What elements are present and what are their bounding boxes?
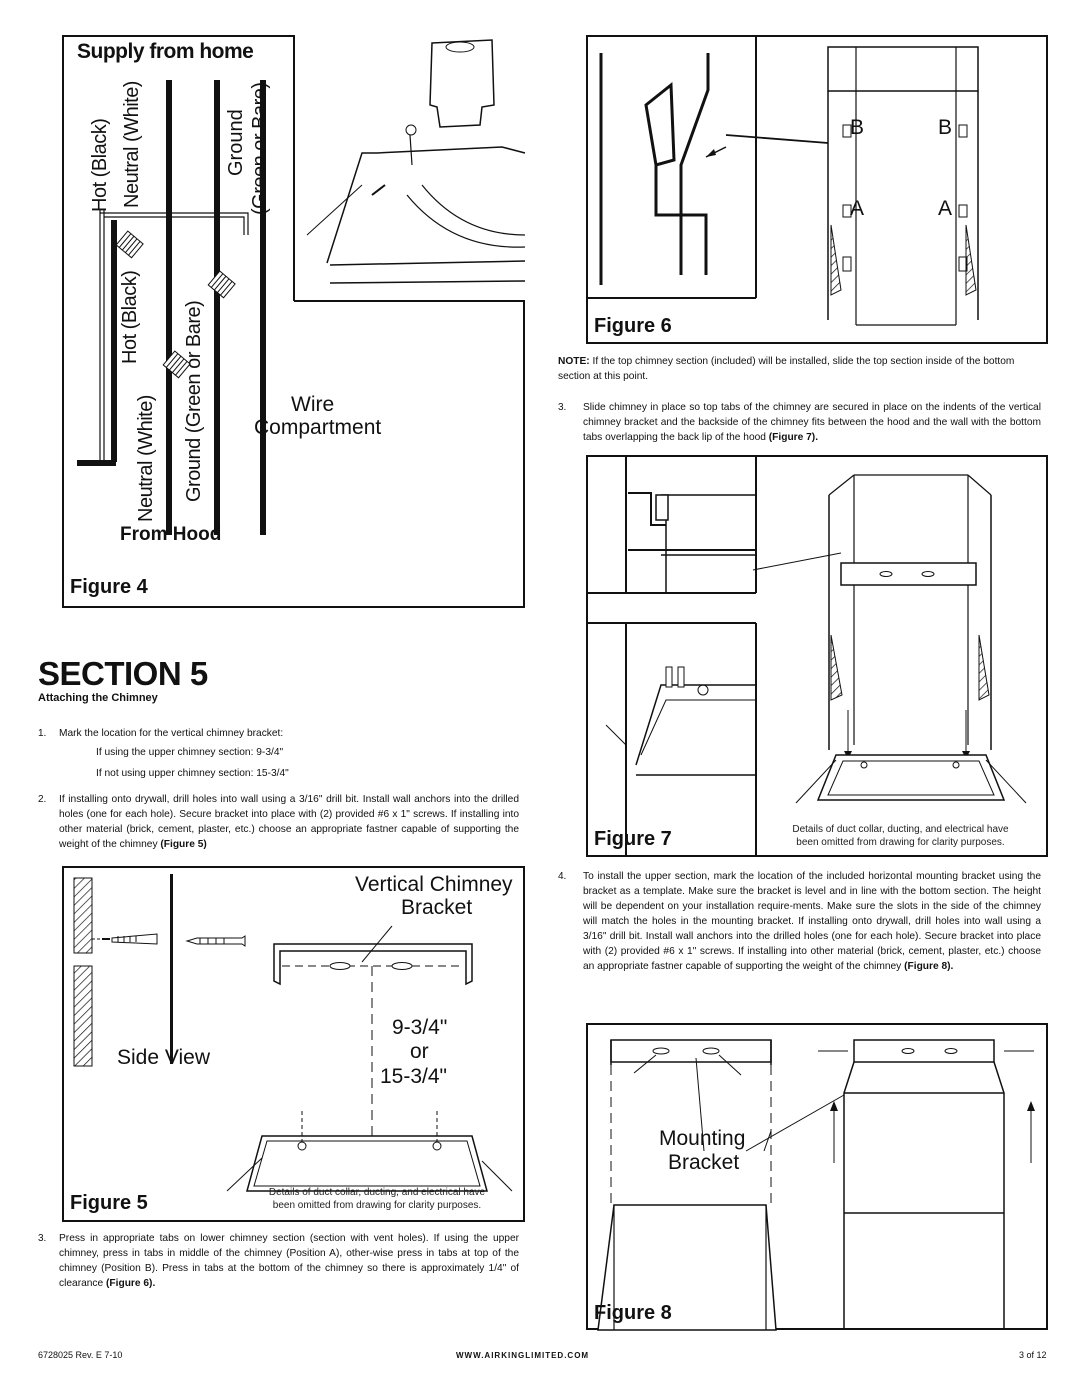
position-b-right: B [938,116,953,139]
supply-from-home-title: Supply from home [77,40,254,63]
figure-6-label: Figure 6 [594,315,672,337]
dimension-or: or [410,1040,429,1063]
figure-7-label: Figure 7 [594,828,672,850]
right-step3-text: Slide chimney in place so top tabs of th… [583,400,1041,445]
side-view-label: Side View [117,1046,211,1069]
position-a-left: A [850,197,865,220]
section-subheading: Attaching the Chimney [38,692,158,704]
step4-text: To install the upper section, mark the l… [583,869,1041,974]
ground-bottom-label: Ground (Green or Bare) [183,300,205,502]
hot-black-top-label: Hot (Black) [89,118,111,212]
position-b-left: B [850,116,865,139]
from-hood-label: From Hood [120,524,222,545]
step3-text: Press in appropriate tabs on lower chimn… [59,1231,519,1291]
note-text: NOTE: If the top chimney section (includ… [558,354,1040,384]
figure-5-details-line-1: Details of duct collar, ducting, and ele… [268,1187,486,1198]
step4-body: To install the upper section, mark the l… [583,871,1041,972]
footer-revision: 6728025 Rev. E 7-10 [38,1350,123,1360]
step4-number: 4. [558,871,567,882]
figure-4-wiring-diagram [71,35,526,535]
step4-figure-ref: (Figure 8). [904,961,954,972]
green-or-bare-top-label: (Green or Bare) [249,82,271,215]
footer-page-number: 3 of 12 [1019,1350,1047,1360]
note-body: If the top chimney section (included) wi… [558,356,1015,382]
section-heading: SECTION 5 [38,655,208,692]
figure-6-drawing [586,35,979,326]
step3-figure-ref: (Figure 6). [106,1278,156,1289]
compartment-label: Compartment [254,416,382,439]
right-step3-body: Slide chimney in place so top tabs of th… [583,402,1041,443]
dimension-15-3-4: 15-3/4" [380,1065,447,1088]
figure-5-drawing [73,874,513,1192]
neutral-white-bottom-label: Neutral (White) [135,395,157,522]
step1-option-b: If not using upper chimney section: 15-3… [96,768,289,779]
right-step3-figure-ref: (Figure 7). [768,432,819,443]
right-step3-number: 3. [558,402,567,413]
figure-7-details-line-2: been omitted from drawing for clarity pu… [796,837,1005,848]
mounting-bracket-label: Bracket [668,1151,740,1174]
figure-7-details-line-1: Details of duct collar, ducting, and ele… [792,824,1009,835]
figure-5-details-line-2: been omitted from drawing for clarity pu… [272,1200,482,1211]
vertical-chimney-label: Vertical Chimney [355,873,513,896]
step2-number: 2. [38,794,47,805]
ground-top-label: Ground [225,109,247,176]
hot-black-bottom-label: Hot (Black) [119,270,141,364]
step3-number: 3. [38,1233,47,1244]
bracket-label: Bracket [401,896,473,919]
figure-5-label: Figure 5 [70,1192,148,1214]
figure-8-label: Figure 8 [594,1302,672,1324]
step3-body: Press in appropriate tabs on lower chimn… [59,1233,519,1289]
mounting-label: Mounting [659,1127,746,1150]
position-a-right: A [938,197,953,220]
figure-7-drawing [586,455,1027,857]
step2-figure-ref: (Figure 5) [160,839,207,850]
note-prefix: NOTE: [558,356,590,367]
figure-5-details-note: Details of duct collar, ducting, and ele… [236,1186,518,1212]
step2-body: If installing onto drywall, drill holes … [59,794,519,850]
footer-website[interactable]: WWW.AIRKINGLIMITED.COM [456,1351,590,1360]
neutral-white-top-label: Neutral (White) [121,81,143,208]
figure-8-drawing [597,1039,1035,1331]
figure-4-label: Figure 4 [70,576,148,598]
wire-label: Wire [291,393,335,416]
step1-text: Mark the location for the vertical chimn… [59,728,284,739]
figure-7-details-note: Details of duct collar, ducting, and ele… [758,823,1043,849]
step1-number: 1. [38,728,47,739]
step1-option-a: If using the upper chimney section: 9-3/… [96,747,284,758]
step2-text: If installing onto drywall, drill holes … [59,792,519,852]
dimension-9-3-4: 9-3/4" [392,1016,448,1039]
